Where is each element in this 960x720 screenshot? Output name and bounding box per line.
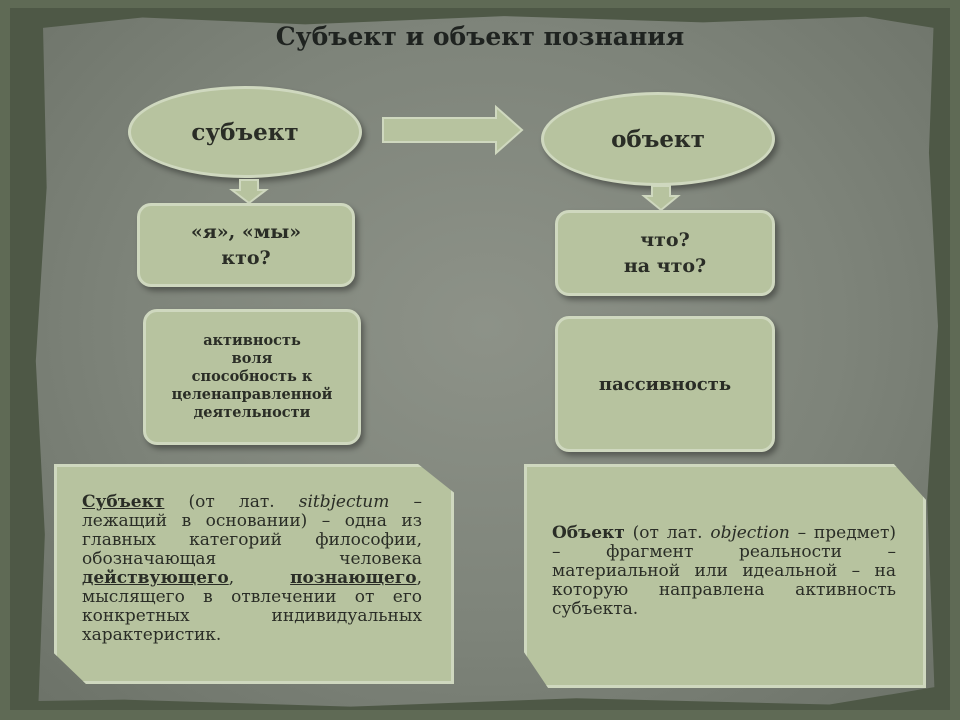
subject-ellipse: субъект xyxy=(128,86,362,178)
subject-definition-note xyxy=(54,464,454,684)
subject-knowing: познающего xyxy=(290,568,417,588)
subject-def-part: , xyxy=(228,568,235,588)
object-what-box: что? на что? xyxy=(555,210,775,296)
object-definition-note xyxy=(524,464,926,688)
page-title: Субъект и объект познания xyxy=(275,22,685,51)
subject-acting: действующего xyxy=(82,568,229,588)
subject-trait: воля xyxy=(231,350,273,367)
subject-trait: способность к xyxy=(191,368,313,385)
object-passivity: пассивность xyxy=(598,373,732,395)
subject-def-part: (от лат. xyxy=(164,492,299,512)
subject-traits-box: активность воля способность к целенаправ… xyxy=(143,309,361,445)
subject-latin: sitbjectum xyxy=(298,492,390,512)
subject-term: Субъект xyxy=(82,492,165,512)
object-term: Объект xyxy=(552,523,625,543)
subject-label: субъект xyxy=(191,118,299,146)
subject-trait: целенаправленной xyxy=(171,386,333,403)
subject-definition-text: Субъект (от лат. sitbjectum – лежащий в … xyxy=(82,493,422,645)
object-definition-text: Объект (от лат. objection – предмет) – ф… xyxy=(552,524,896,619)
subject-trait: активность xyxy=(203,332,301,349)
object-question-1: что? xyxy=(640,229,690,251)
subject-who-box: «я», «мы» кто? xyxy=(137,203,355,287)
object-label: объект xyxy=(611,125,705,153)
subject-trait: деятельности xyxy=(193,404,311,421)
object-latin: objection xyxy=(710,523,790,543)
subject-def-part: – лежащий в основании) – одна из главных… xyxy=(82,492,422,569)
object-def-part: (от лат. xyxy=(624,523,711,543)
subject-def-part: , мыслящего в отвлечении от его конкретн… xyxy=(82,568,422,645)
subject-pronouns: «я», «мы» xyxy=(190,221,302,243)
subject-question: кто? xyxy=(221,247,271,269)
object-passivity-box: пассивность xyxy=(555,316,775,452)
object-ellipse: объект xyxy=(541,92,775,186)
object-question-2: на что? xyxy=(623,255,707,277)
object-def-part: – предмет) – фрагмент реальности – матер… xyxy=(552,523,896,619)
